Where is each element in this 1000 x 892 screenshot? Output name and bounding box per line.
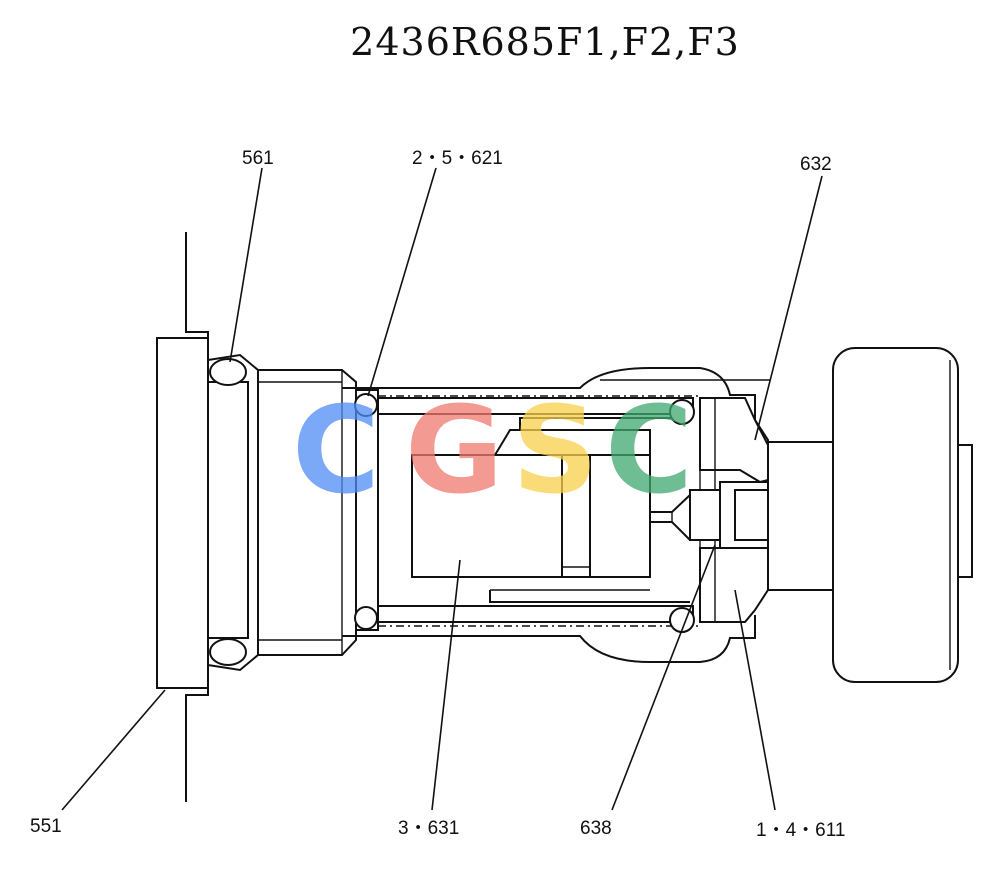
planet-gears-3-631	[411, 417, 690, 603]
callout-3-631: 3・631	[398, 818, 459, 839]
callout-561: 561	[242, 148, 274, 169]
output-shaft	[768, 441, 833, 591]
drive-drum	[832, 347, 973, 683]
sun-shaft-coupling	[650, 481, 769, 549]
callout-2-5-621: 2・5・621	[412, 148, 503, 169]
callout-632: 632	[800, 154, 832, 175]
callout-638: 638	[580, 818, 612, 839]
end-cover-1-4-611	[699, 397, 769, 623]
watermark-letter-c: C	[292, 382, 380, 521]
callout-551: 551	[30, 816, 62, 837]
flange-551	[156, 337, 209, 689]
callout-1-4-611: 1・4・611	[756, 820, 845, 841]
watermark-letter-s: S	[512, 382, 598, 521]
outer-housing	[342, 367, 770, 663]
diagram-title: 2436R685F1,F2,F3	[350, 20, 740, 64]
bearing-balls-561	[209, 358, 247, 666]
leader-lines	[61, 167, 823, 811]
watermark-letter-c2: C	[605, 382, 693, 521]
main-body	[257, 369, 357, 656]
watermark-logo: C G S C	[292, 382, 693, 521]
watermark-letter-g: G	[405, 382, 504, 521]
mounting-frame	[185, 232, 209, 802]
bearing-housing	[207, 353, 259, 672]
